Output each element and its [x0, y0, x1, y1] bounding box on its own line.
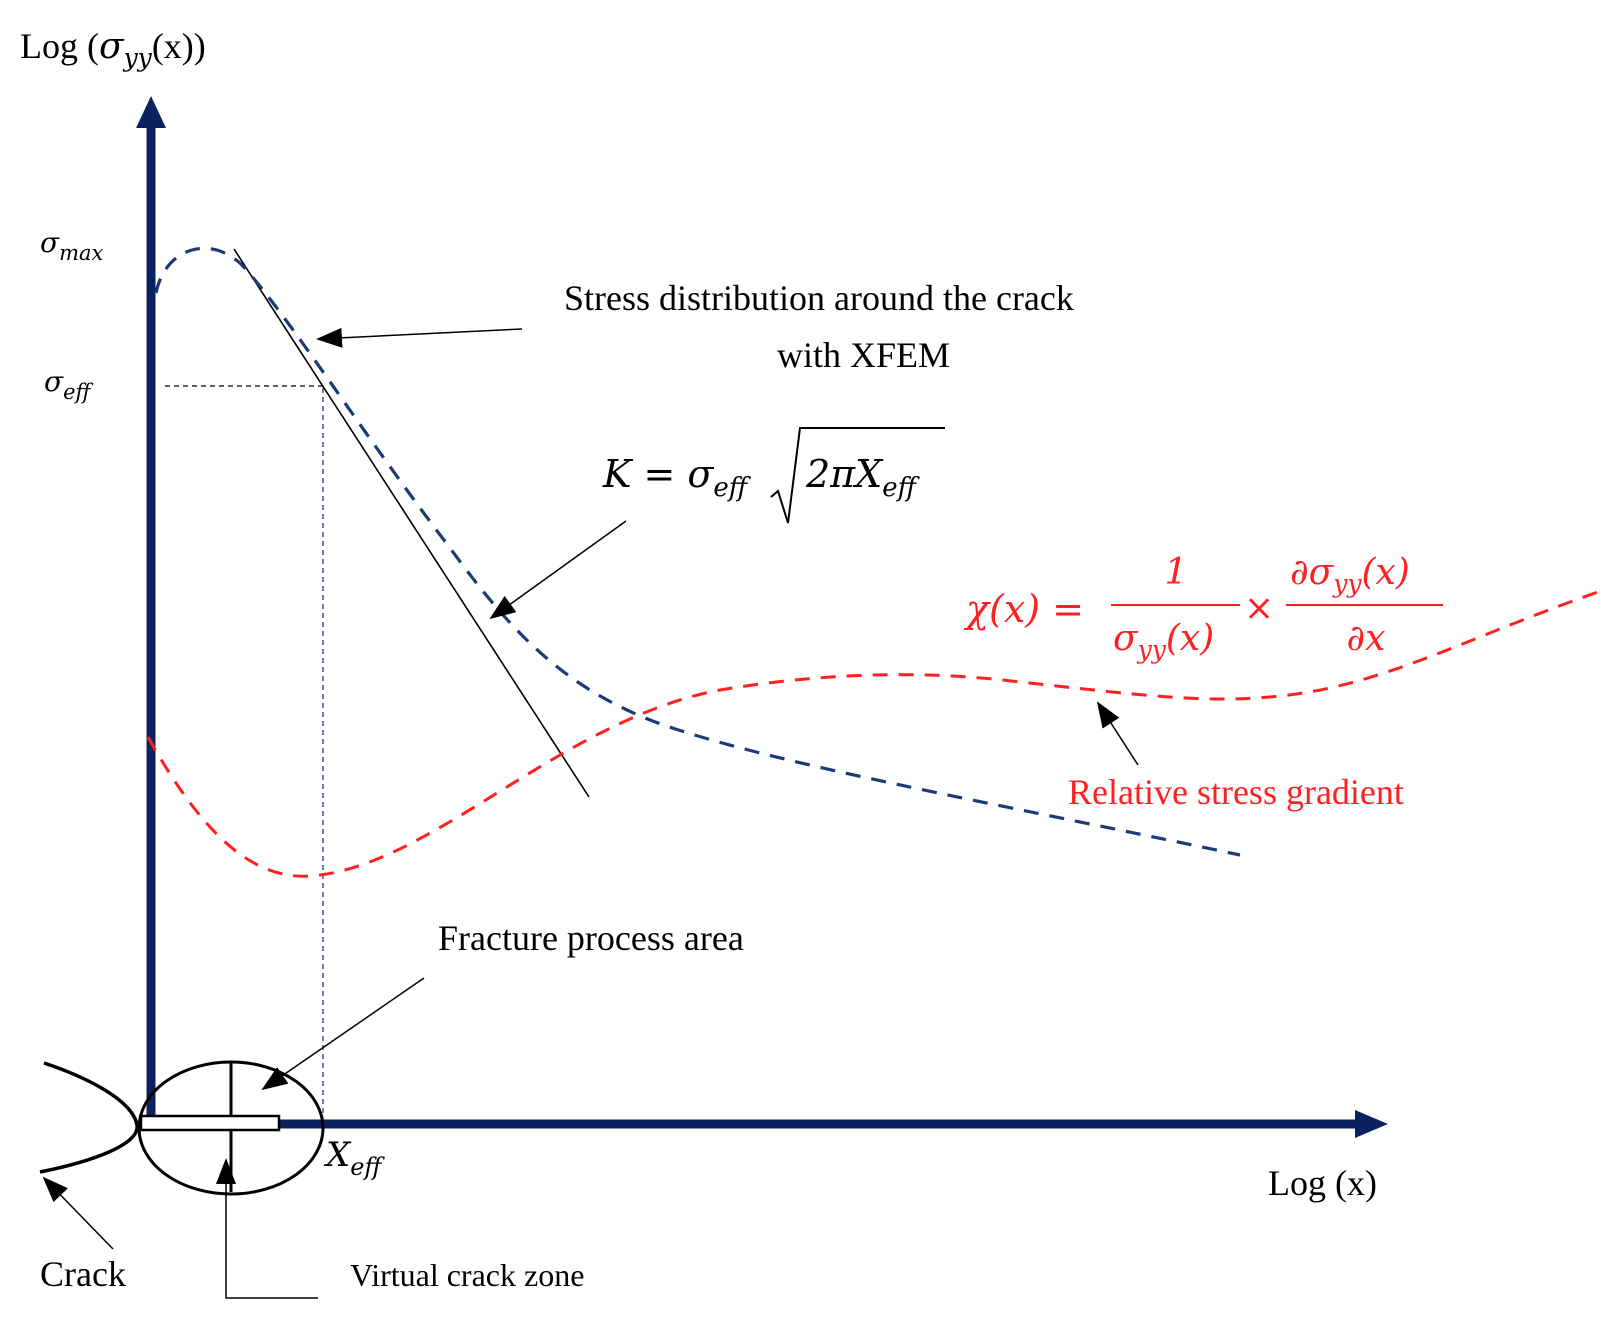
sqrt-sign [770, 427, 945, 524]
y-axis-arrowhead [136, 96, 166, 128]
stress-label-line2: with XFEM [777, 335, 950, 375]
svg-text:χ(x) =: χ(x) = [963, 587, 1084, 631]
fracture-arrow [261, 977, 425, 1091]
k-formula: K = σeff 2πXeff [602, 427, 945, 524]
virtual-crack-bar [139, 1114, 281, 1132]
tangent-line [233, 248, 590, 798]
stress-label-arrow [316, 327, 523, 348]
gradient-arrow [1096, 701, 1139, 766]
svg-text:×: × [1244, 588, 1274, 629]
sigma-max-label: σmax [40, 226, 104, 265]
k-formula-arrow [489, 520, 627, 620]
gradient-curve [146, 590, 1599, 878]
stress-label-line1: Stress distribution around the crack [564, 278, 1074, 318]
sigma-eff-label: σeff [44, 365, 94, 404]
fracture-label: Fracture process area [438, 918, 744, 958]
x-eff-label: Xeff [323, 1135, 385, 1181]
svg-text:∂σyy(x): ∂σyy(x) [1290, 552, 1410, 598]
crack-arrow [42, 1176, 114, 1250]
virtual-pointer [216, 1158, 318, 1299]
gradient-label: Relative stress gradient [1068, 772, 1404, 812]
svg-text:K = σeff: K = σeff [602, 452, 752, 503]
virtual-label: Virtual crack zone [350, 1257, 584, 1293]
chi-formula: χ(x) = 1 σyy(x) × ∂σyy(x) ∂x [963, 552, 1443, 664]
stress-curve [154, 246, 1241, 857]
y-axis-label: Log (σyy(x)) [20, 26, 206, 72]
x-axis-label: Log (x) [1268, 1163, 1377, 1203]
svg-text:2πXeff: 2πXeff [805, 452, 921, 503]
x-axis-arrowhead [1355, 1110, 1388, 1138]
svg-text:1: 1 [1165, 552, 1188, 593]
crack-label: Crack [40, 1254, 126, 1294]
svg-text:σyy(x): σyy(x) [1113, 618, 1214, 664]
crack-shape [39, 1061, 139, 1174]
svg-text:∂x: ∂x [1347, 618, 1386, 659]
